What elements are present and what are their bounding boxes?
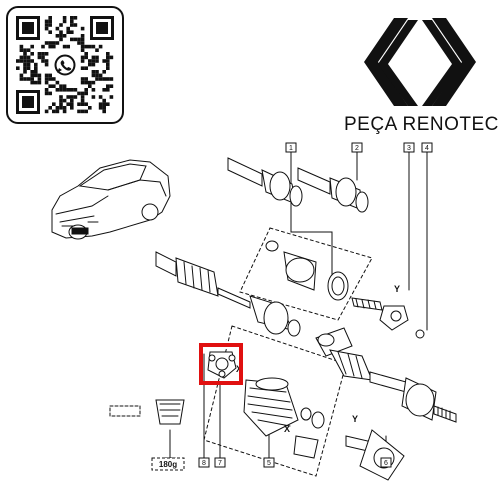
renault-diamond-logo: [364, 18, 476, 106]
boot-kit-parts: [243, 377, 325, 459]
label-y-upper: Y: [394, 284, 400, 294]
grease-quantity-box: [151, 457, 185, 471]
callout-6: 6: [384, 460, 388, 467]
qr-code-card[interactable]: [6, 6, 124, 124]
upper-shaft-assemblies: [227, 157, 369, 213]
right-driveshaft: [315, 327, 457, 423]
callout-boxes: [164, 142, 433, 468]
grease-sachet: [109, 399, 185, 425]
car-illustration: [51, 159, 171, 240]
tripod-spider: [379, 305, 425, 339]
tripod-joint-kit: [265, 240, 383, 311]
callout-leaders: [169, 151, 428, 459]
callout-3: 3: [407, 145, 411, 152]
label-x-lower: X: [284, 424, 290, 434]
callout-1: 1: [289, 145, 293, 152]
callout-5: 5: [267, 460, 271, 467]
highlighted-tripod-joint[interactable]: [199, 343, 243, 385]
brand-name: PEÇA RENOTECH: [344, 114, 500, 135]
label-y-lower: Y: [352, 414, 358, 424]
callout-7: 7: [218, 460, 222, 467]
joint-kit-frame: [239, 227, 373, 321]
flange-joint: [345, 429, 405, 481]
whatsapp-icon: [52, 52, 78, 78]
callout-8: 8: [202, 460, 206, 467]
qr-code: [16, 16, 114, 114]
callout-2: 2: [355, 145, 359, 152]
boot-kit-frame: [203, 325, 347, 477]
callout-4: 4: [425, 145, 429, 152]
grease-quantity: 180g: [159, 460, 177, 469]
left-driveshaft: [155, 251, 301, 337]
